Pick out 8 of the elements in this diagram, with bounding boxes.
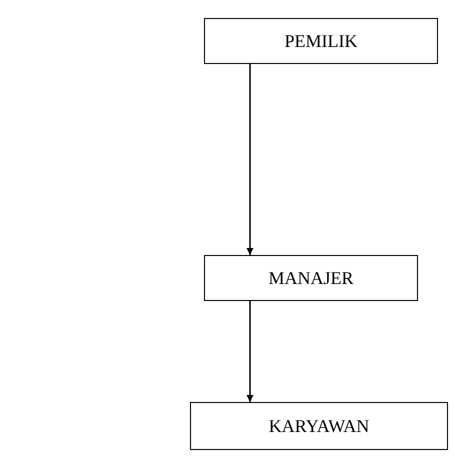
- arrow: [246, 64, 254, 255]
- role-title: PEMILIK: [284, 30, 358, 52]
- role-title: MANAJER: [268, 266, 354, 290]
- arrow: [246, 301, 254, 402]
- org-box: [204, 18, 438, 64]
- org-box: [204, 255, 418, 301]
- role-title: KARYAWAN: [268, 414, 370, 438]
- org-box: [190, 402, 448, 450]
